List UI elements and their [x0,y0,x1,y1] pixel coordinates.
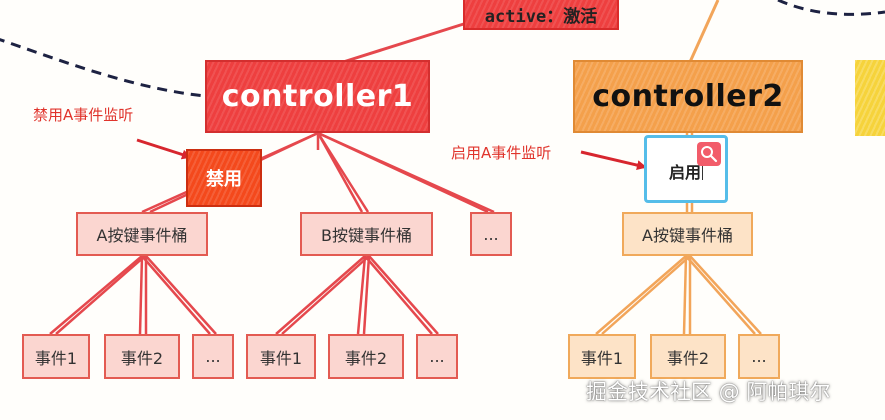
edges-bucket-b [275,255,439,335]
leaf-event1-a2: 事件1 [568,334,636,379]
edges-bucket-a1 [49,255,217,335]
leaf-event1-b: 事件1 [246,334,316,379]
leaf-event2-a2: 事件2 [650,334,726,379]
bucket-label: B按键事件桶 [321,226,412,245]
yellow-node-partial [855,60,885,136]
bucket-b-controller1: B按键事件桶 [300,212,433,256]
leaf-label: 事件2 [666,348,710,368]
controller1-label: controller1 [221,79,414,114]
bucket-label: A按键事件桶 [96,226,188,245]
edges-bucket-a2 [595,255,762,335]
bucket-a-controller1: A按键事件桶 [76,212,208,256]
leaf-label: 事件2 [120,348,164,368]
edge-top-controller2 [688,0,720,63]
bucket-more-controller1: ... [470,212,512,256]
dashed-curve-right [777,0,885,16]
bucket-label: ... [483,224,499,244]
leaf-label: 事件1 [580,348,624,368]
leaf-event2-a1: 事件2 [104,334,180,379]
leaf-label: 事件1 [259,348,303,368]
leaf-more-b: ... [416,334,458,379]
annotation-arrow-right [580,150,647,171]
leaf-label: ... [205,347,221,366]
leaf-label: 事件1 [34,348,78,368]
active-node-label: active：激活 [484,7,598,27]
leaf-event1-a1: 事件1 [22,334,90,379]
dashed-curve-left [0,38,206,98]
text-cursor-icon [702,162,703,180]
leaf-more-a2: ... [738,334,780,379]
leaf-label: ... [429,347,445,366]
disable-button-label: 禁用 [206,169,242,190]
edge-top-controller1 [339,20,471,65]
annotation-disable-a: 禁用A事件监听 [33,106,134,124]
leaf-more-a1: ... [192,334,234,379]
enable-button-label: 启用 [668,163,701,182]
controller2-label: controller2 [592,79,784,114]
bucket-label: A按键事件桶 [642,226,733,245]
bucket-a-controller2: A按键事件桶 [622,212,753,256]
active-node: active：激活 [463,0,619,30]
disable-button[interactable]: 禁用 [186,149,262,207]
watermark: 掘金技术社区 @ 阿帕琪尔 [586,380,831,404]
controller2-node: controller2 [573,60,803,133]
leaf-label: 事件2 [344,348,388,368]
search-icon [701,146,718,163]
leaf-event2-b: 事件2 [328,334,404,379]
leaf-label: ... [751,347,767,366]
edit-handle-icon[interactable] [697,142,721,166]
annotation-enable-a: 启用A事件监听 [451,144,552,162]
controller1-node: controller1 [205,60,430,133]
annotation-arrow-left [136,138,192,160]
